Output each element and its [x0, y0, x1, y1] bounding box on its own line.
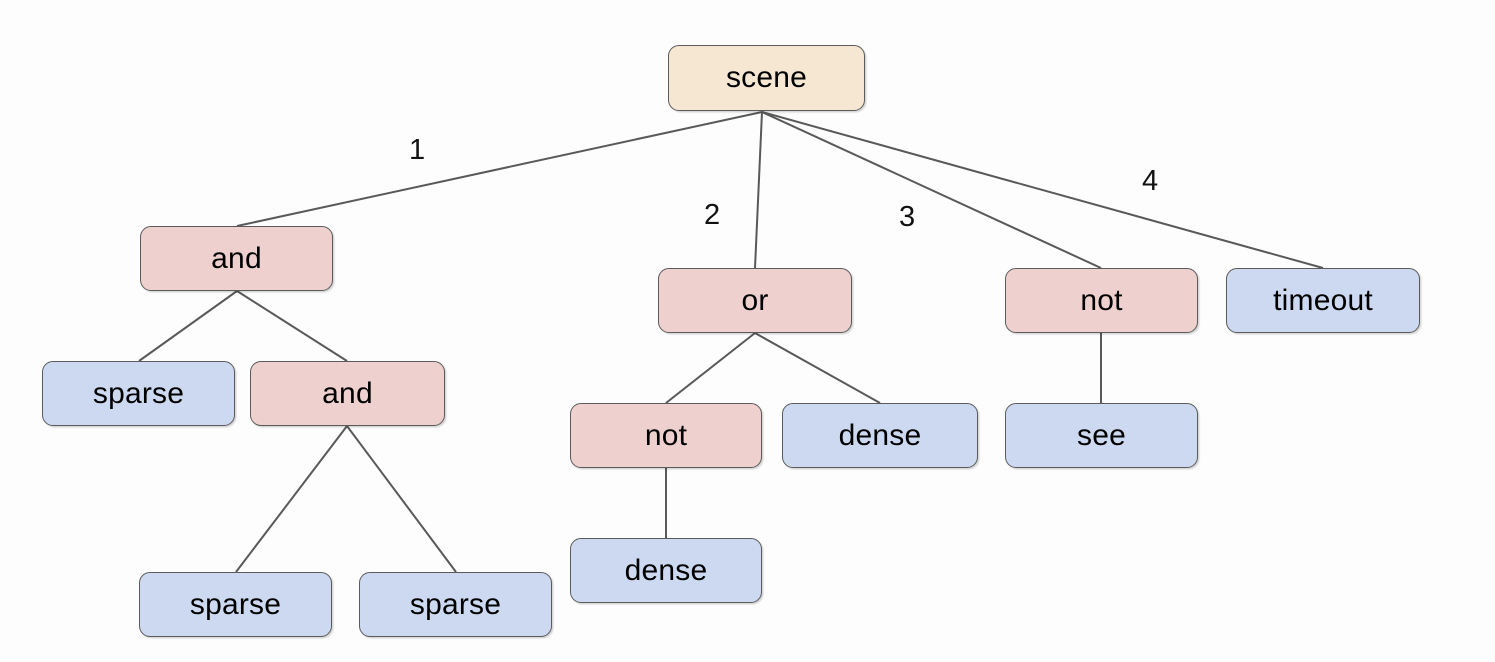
edge-label-scene-to-or1: 2 [704, 199, 721, 231]
tree-node-scene[interactable]: scene [668, 45, 865, 111]
tree-node-dense2[interactable]: dense [570, 538, 762, 603]
tree-node-label: scene [725, 61, 808, 94]
tree-edge [235, 425, 348, 573]
tree-node-sparse2[interactable]: sparse [139, 572, 332, 637]
tree-edge [754, 111, 763, 269]
tree-edge [346, 425, 457, 573]
tree-node-see1[interactable]: see [1005, 403, 1198, 468]
tree-node-and1[interactable]: and [140, 226, 333, 291]
tree-node-and2[interactable]: and [250, 361, 445, 426]
edge-label-scene-to-timeout1: 4 [1142, 165, 1159, 197]
tree-node-timeout1[interactable]: timeout [1226, 268, 1420, 333]
tree-edge [761, 111, 1102, 269]
tree-edge [761, 111, 1324, 269]
tree-node-label: sparse [409, 587, 502, 621]
tree-edge [754, 332, 881, 404]
tree-edge [665, 332, 756, 404]
tree-node-or1[interactable]: or [658, 268, 852, 333]
edge-label-scene-to-not1: 3 [899, 201, 916, 233]
tree-edge [236, 111, 763, 227]
tree-node-label: dense [838, 418, 922, 452]
tree-node-label: and [322, 376, 373, 410]
tree-node-label: sparse [189, 587, 282, 621]
tree-node-label: and [211, 241, 262, 275]
tree-node-label: dense [624, 553, 708, 587]
tree-node-label: see [1077, 418, 1126, 452]
tree-node-not2[interactable]: not [570, 403, 762, 468]
tree-node-sparse3[interactable]: sparse [359, 572, 552, 637]
tree-node-dense1[interactable]: dense [782, 403, 978, 468]
tree-edge [236, 290, 348, 362]
tree-node-label: timeout [1273, 283, 1373, 317]
tree-node-sparse1[interactable]: sparse [42, 361, 235, 426]
tree-node-label: or [741, 283, 769, 317]
tree-edge [138, 290, 238, 362]
edge-label-scene-to-and1: 1 [409, 134, 426, 166]
tree-node-label: not [644, 418, 688, 452]
tree-node-not1[interactable]: not [1005, 268, 1198, 333]
tree-node-label: not [1080, 283, 1123, 317]
tree-node-label: sparse [92, 376, 185, 410]
